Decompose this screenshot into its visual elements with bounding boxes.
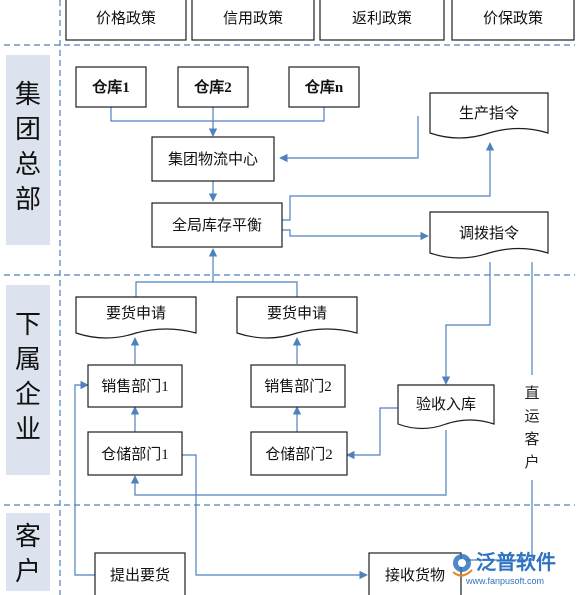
node-receive-stock: 验收入库	[397, 384, 495, 430]
svg-text:直: 直	[524, 385, 539, 402]
policy-credit: 信用政策	[191, 0, 315, 41]
svg-text:户: 户	[15, 557, 41, 586]
logo-mark-icon	[452, 554, 473, 577]
section-label-customer: 客 户	[15, 522, 41, 586]
svg-text:仓储部门1: 仓储部门1	[101, 446, 169, 463]
connector-direct-ship-lower	[451, 480, 533, 565]
svg-text:集: 集	[15, 80, 41, 109]
connector-requests-merge	[135, 281, 298, 297]
node-storage-dept-2: 仓储部门2	[250, 431, 348, 476]
svg-text:验收入库: 验收入库	[416, 396, 476, 413]
svg-text:价格政策: 价格政策	[96, 10, 156, 27]
section-band-customer	[6, 513, 50, 591]
svg-text:客: 客	[15, 522, 41, 551]
logo-url: www.fanpusoft.com	[465, 576, 544, 586]
svg-text:提出要货: 提出要货	[110, 567, 170, 584]
policy-rebate: 返利政策	[319, 0, 445, 41]
section-band-hq	[6, 55, 50, 245]
node-sales-dept-1: 销售部门1	[87, 364, 183, 408]
svg-text:仓库1: 仓库1	[91, 78, 130, 96]
connector-transfer-to-receive	[441, 262, 491, 385]
svg-text:全局库存平衡: 全局库存平衡	[172, 216, 262, 234]
svg-text:总: 总	[15, 150, 41, 179]
node-request-right: 要货申请	[236, 296, 358, 339]
connector-balance-to-transfer	[282, 229, 429, 241]
direct-ship-label: 直 运 客 户	[524, 385, 539, 471]
svg-text:企: 企	[15, 380, 41, 409]
svg-text:价保政策: 价保政策	[483, 10, 543, 27]
node-transfer-order: 调拨指令	[429, 211, 549, 259]
svg-text:下: 下	[15, 310, 41, 339]
svg-text:团: 团	[15, 115, 41, 144]
policy-price-protection: 价保政策	[451, 0, 575, 41]
section-label-sub: 下 属 企 业	[15, 310, 41, 444]
section-band-sub	[6, 285, 50, 475]
connector-receive-to-storage2	[346, 407, 398, 460]
svg-text:返利政策: 返利政策	[352, 10, 412, 27]
node-warehouse-2: 仓库2	[177, 66, 249, 108]
connector-storage1-to-receive-goods	[182, 454, 368, 580]
svg-text:接收货物: 接收货物	[385, 567, 445, 584]
svg-text:生产指令: 生产指令	[459, 105, 519, 122]
node-global-balance: 全局库存平衡	[151, 202, 283, 248]
connector-submit-to-sales1	[74, 380, 95, 576]
logo: 泛普软件 www.fanpusoft.com	[452, 550, 556, 586]
node-sales-dept-2: 销售部门2	[250, 364, 346, 408]
svg-text:仓库2: 仓库2	[193, 78, 232, 96]
svg-text:属: 属	[15, 345, 41, 374]
svg-text:信用政策: 信用政策	[223, 10, 283, 27]
connector-warehouses-merge	[110, 107, 325, 122]
node-storage-dept-1: 仓储部门1	[87, 431, 183, 476]
node-request-left: 要货申请	[75, 296, 197, 339]
svg-text:销售部门1: 销售部门1	[101, 378, 169, 395]
svg-text:集团物流中心: 集团物流中心	[168, 151, 258, 168]
svg-text:部: 部	[15, 185, 41, 214]
svg-text:客: 客	[524, 431, 539, 448]
svg-text:销售部门2: 销售部门2	[264, 378, 332, 395]
node-warehouse-1: 仓库1	[75, 66, 147, 108]
node-submit-request: 提出要货	[94, 552, 186, 595]
svg-text:户: 户	[524, 454, 539, 471]
node-warehouse-n: 仓库n	[288, 66, 360, 108]
connector-production-to-logistics	[279, 116, 419, 163]
node-production-order: 生产指令	[429, 92, 549, 139]
section-label-hq: 集 团 总 部	[15, 80, 41, 214]
svg-text:要货申请: 要货申请	[106, 305, 166, 322]
svg-text:运: 运	[524, 408, 539, 425]
connector-balance-to-production	[282, 142, 495, 221]
node-receive-goods: 接收货物	[368, 552, 462, 595]
svg-text:仓库n: 仓库n	[304, 78, 344, 96]
connector-receive-to-storage1	[130, 430, 447, 496]
svg-text:调拨指令: 调拨指令	[459, 225, 519, 242]
svg-text:仓储部门2: 仓储部门2	[265, 446, 333, 463]
policy-price: 价格政策	[65, 0, 187, 41]
logo-name: 泛普软件	[476, 550, 556, 574]
svg-text:业: 业	[15, 415, 41, 444]
svg-text:要货申请: 要货申请	[267, 305, 327, 322]
node-logistics-center: 集团物流中心	[151, 136, 275, 182]
